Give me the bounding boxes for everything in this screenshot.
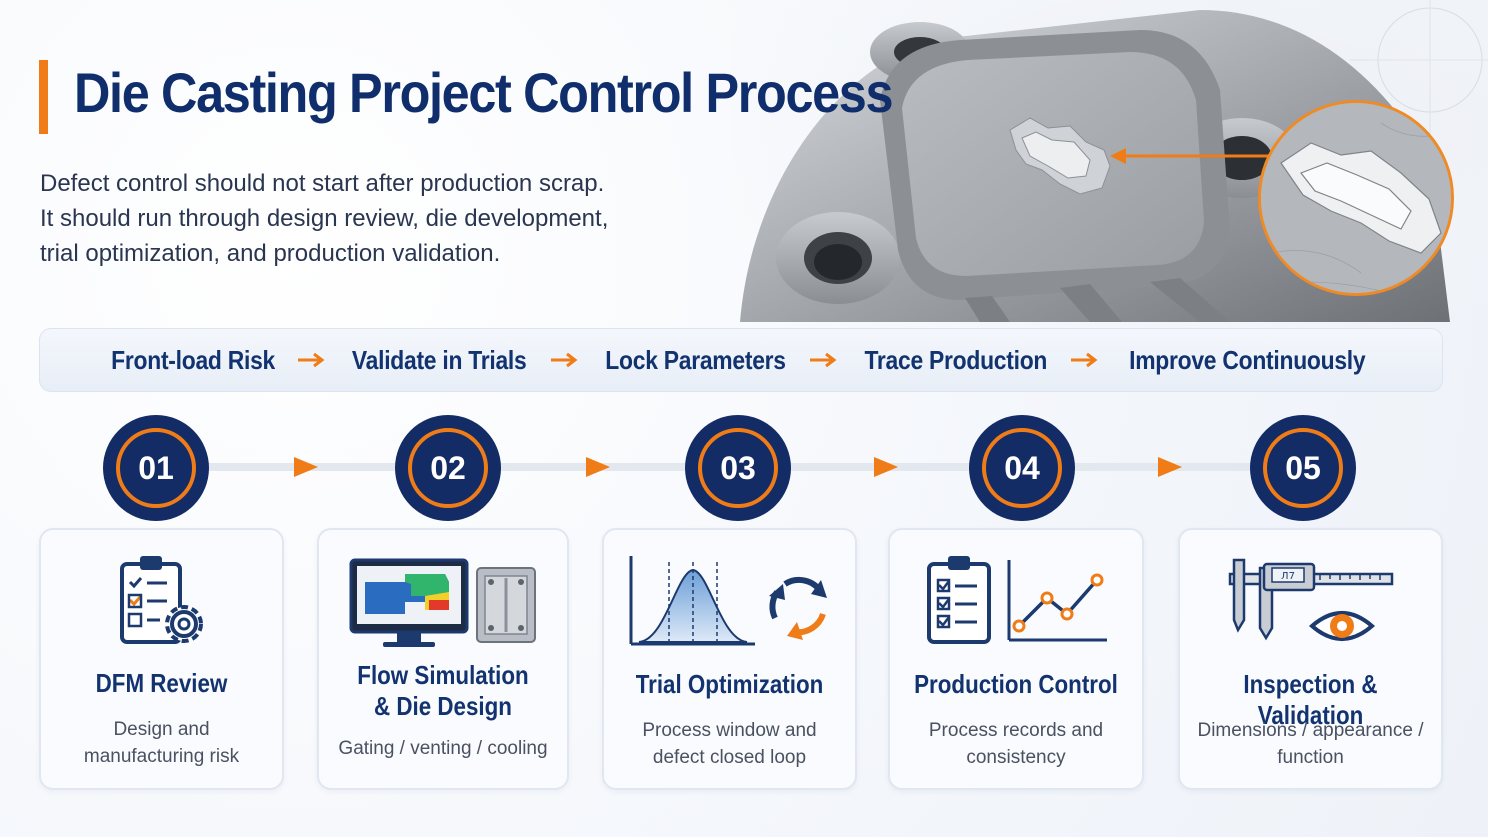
principle-trace-production: Trace Production xyxy=(864,344,1047,375)
step-card-inspection-validation: Л7 Inspection & Validation Dimensions / … xyxy=(1178,528,1443,790)
principle-improve-continuously: Improve Continuously xyxy=(1129,344,1366,375)
principle-front-load-risk: Front-load Risk xyxy=(111,344,276,375)
step-title-line: & Die Design xyxy=(374,691,512,721)
step-description-line: Dimensions / appearance / xyxy=(1197,720,1424,741)
step-description-line: Design and xyxy=(113,719,210,740)
caliper-eye-icon: Л7 xyxy=(1180,544,1441,659)
step-number-badge: 02 xyxy=(395,415,501,521)
subtitle-line: It should run through design review, die… xyxy=(40,205,609,232)
arrow-right-icon xyxy=(290,352,336,368)
caliper-readout: Л7 xyxy=(1281,571,1295,582)
step-title: Trial Optimization xyxy=(635,669,824,699)
principle-bar: Front-load Risk Validate in Trials Lock … xyxy=(39,328,1443,392)
step-card-production-control: Production Control Process records and c… xyxy=(888,528,1144,790)
step-number-badge: 04 xyxy=(969,415,1075,521)
step-description: Process records and consistency xyxy=(890,717,1142,771)
step-description-line: manufacturing risk xyxy=(83,746,240,767)
arrow-right-icon xyxy=(802,352,848,368)
step-description-line: Gating / venting / cooling xyxy=(338,738,548,759)
step-number: 04 xyxy=(982,428,1062,508)
step-arrow-icon xyxy=(874,457,898,477)
step-number: 01 xyxy=(116,428,196,508)
principle-lock-parameters: Lock Parameters xyxy=(605,344,786,375)
step-arrow-icon xyxy=(294,457,318,477)
subtitle-line: trial optimization, and production valid… xyxy=(40,240,501,267)
step-card-flow-simulation: Flow Simulation & Die Design Gating / ve… xyxy=(317,528,569,790)
step-number: 02 xyxy=(408,428,488,508)
checklist-trend-icon xyxy=(890,544,1142,659)
step-card-dfm-review: DFM Review Design and manufacturing risk xyxy=(39,528,284,790)
subtitle: Defect control should not start after pr… xyxy=(40,166,700,271)
title-accent-bar xyxy=(39,60,48,134)
defect-closeup-image xyxy=(1261,103,1451,293)
step-description-line: function xyxy=(1277,747,1344,768)
simulation-monitor-icon xyxy=(319,544,567,659)
step-description: Design and manufacturing risk xyxy=(41,716,282,770)
checklist-gear-icon xyxy=(41,544,282,659)
step-description: Gating / venting / cooling xyxy=(319,735,567,762)
step-number-badge: 03 xyxy=(685,415,791,521)
step-description: Dimensions / appearance / function xyxy=(1180,717,1441,771)
arrow-right-icon xyxy=(543,352,589,368)
arrow-right-icon xyxy=(1063,352,1109,368)
step-description: Process window and defect closed loop xyxy=(604,717,855,771)
step-description-line: consistency xyxy=(966,747,1066,768)
bell-curve-cycle-icon xyxy=(604,544,855,659)
step-number: 03 xyxy=(698,428,778,508)
step-number-badge: 01 xyxy=(103,415,209,521)
defect-zoom-lens xyxy=(1258,100,1454,296)
step-card-trial-optimization: Trial Optimization Process window and de… xyxy=(602,528,857,790)
step-title-line: Flow Simulation xyxy=(357,660,529,690)
step-description-line: Process window and xyxy=(642,720,817,741)
step-title: Flow Simulation & Die Design xyxy=(336,660,549,722)
step-title: Production Control xyxy=(914,669,1118,699)
page-title: Die Casting Project Control Process xyxy=(74,61,894,124)
step-arrow-icon xyxy=(586,457,610,477)
step-description-line: Process records and xyxy=(928,720,1104,741)
step-number: 05 xyxy=(1263,428,1343,508)
subtitle-line: Defect control should not start after pr… xyxy=(40,170,605,197)
step-description-line: defect closed loop xyxy=(652,747,807,768)
step-title: Inspection & Validation xyxy=(1243,669,1378,730)
step-number-badge: 05 xyxy=(1250,415,1356,521)
principle-validate-in-trials: Validate in Trials xyxy=(352,344,527,375)
step-title: DFM Review xyxy=(95,668,228,698)
step-arrow-icon xyxy=(1158,457,1182,477)
